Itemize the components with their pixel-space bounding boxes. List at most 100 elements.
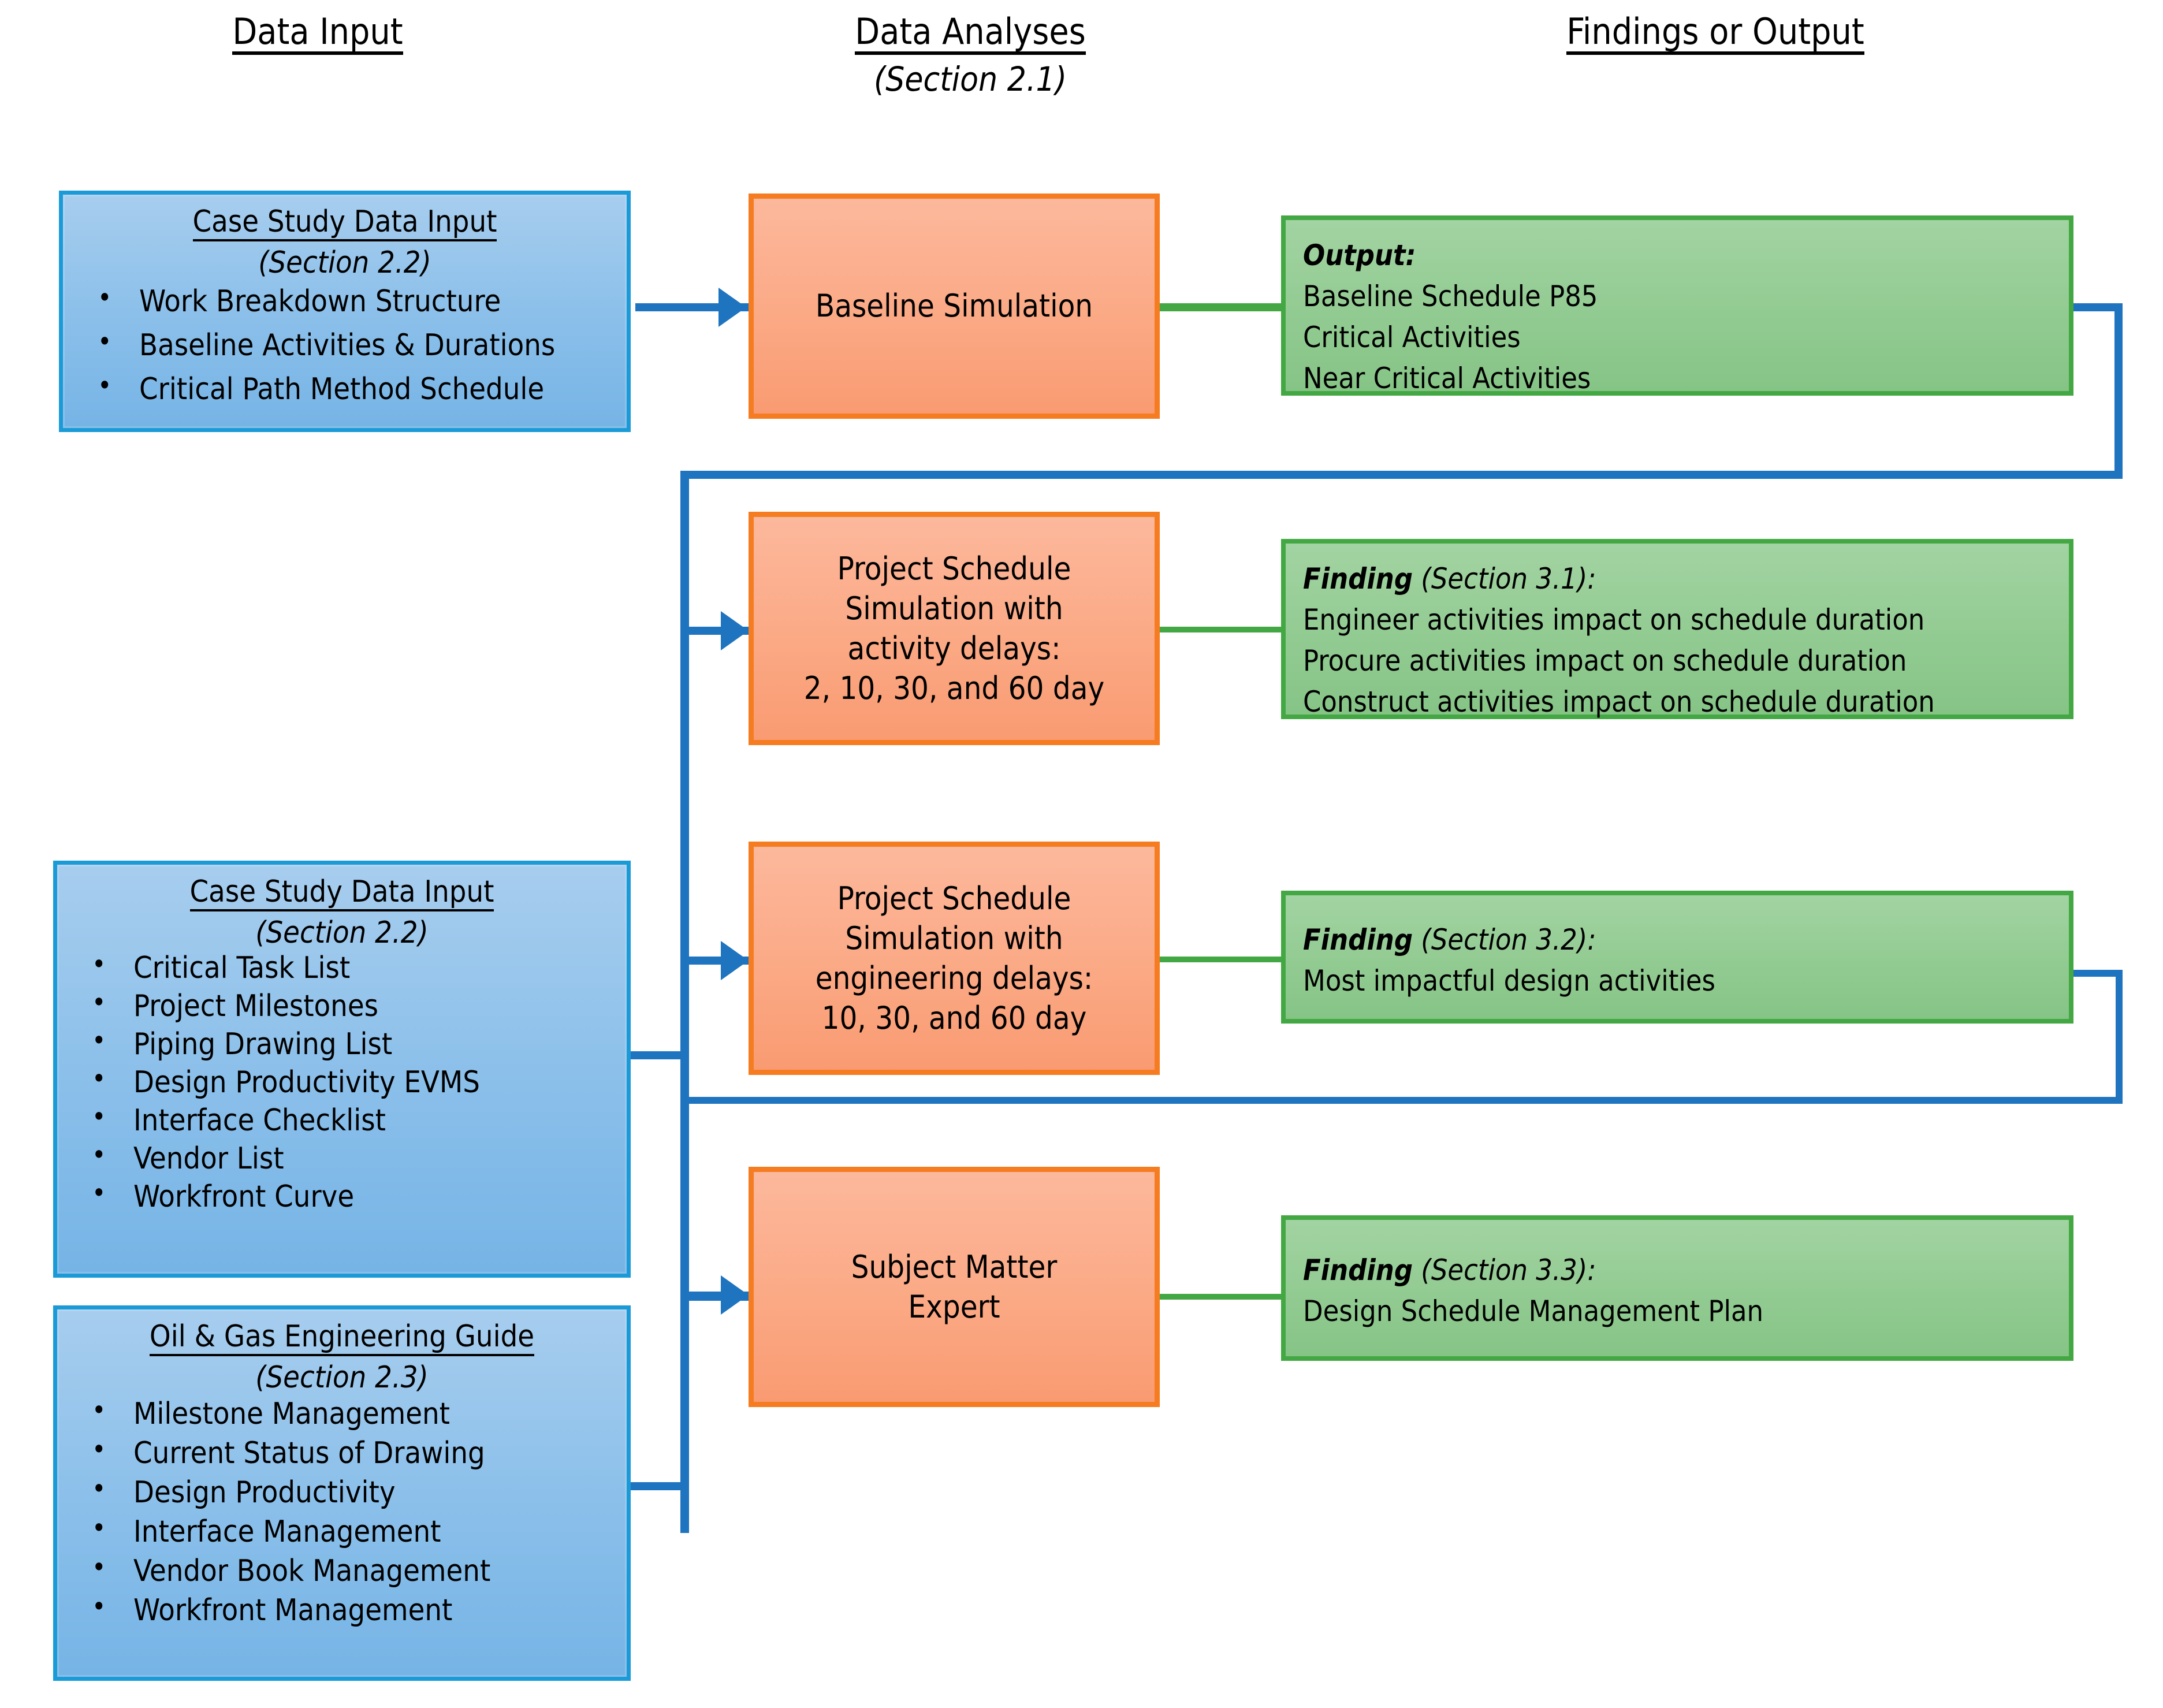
- connector-baseline-to-output: [1155, 303, 1286, 311]
- connector-output1-left: [680, 471, 2123, 479]
- output-heading-label: Finding: [1303, 1253, 1413, 1287]
- analysis-line: Simulation with: [845, 590, 1063, 627]
- input-bullet-list: Milestone Management Current Status of D…: [57, 1397, 627, 1625]
- column-header-label: Data Analyses: [855, 13, 1086, 55]
- list-item: Critical Path Method Schedule: [63, 372, 627, 404]
- input-box-section: (Section 2.3): [255, 1360, 429, 1396]
- input-box-title-block: Case Study Data Input (Section 2.2): [63, 195, 627, 280]
- arrow-into-analysis3: [721, 941, 749, 980]
- list-item: Vendor Book Management: [57, 1554, 627, 1586]
- analysis-line: Project Schedule: [837, 550, 1071, 587]
- output-box-finding-3-2[interactable]: Finding (Section 3.2): Most impactful de…: [1281, 891, 2073, 1024]
- output-line: Most impactful design activities: [1303, 964, 1715, 998]
- output-box-heading: Finding (Section 3.2):: [1303, 920, 2069, 961]
- analysis-box-label: Project Schedule Simulation with enginee…: [754, 879, 1155, 1038]
- analysis-line: 10, 30, and 60 day: [821, 1000, 1087, 1037]
- analysis-line: Baseline Simulation: [815, 288, 1093, 325]
- connector-input2-to-trunk: [621, 1051, 689, 1059]
- list-item: Workfront Management: [57, 1593, 627, 1625]
- arrow-into-analysis4: [721, 1275, 749, 1315]
- connector-trunk-upper: [680, 471, 689, 1112]
- input-box-section: (Section 2.2): [255, 916, 429, 951]
- analysis-line: Simulation with: [845, 920, 1063, 957]
- output-line: Critical Activities: [1303, 321, 1521, 354]
- connector-analysis3-to-finding32: [1155, 957, 1286, 962]
- output-box-text: Output: Baseline Schedule P85 Critical A…: [1286, 220, 2069, 399]
- list-item: Vendor List: [57, 1141, 627, 1174]
- column-header-findings-output: Findings or Output: [1340, 13, 2091, 55]
- input-box-case-study-2[interactable]: Case Study Data Input (Section 2.2) Crit…: [53, 861, 631, 1278]
- connector-output1-right: [2073, 303, 2123, 311]
- input-box-section: (Section 2.2): [258, 245, 431, 281]
- analysis-box-subject-matter-expert[interactable]: Subject Matter Expert: [749, 1167, 1160, 1407]
- input-box-title: Case Study Data Input: [192, 205, 497, 242]
- output-box-heading: Output:: [1303, 235, 2069, 276]
- output-heading-section: (Section 3.3):: [1413, 1253, 1596, 1287]
- input-bullet-list: Critical Task List Project Milestones Pi…: [57, 951, 627, 1212]
- column-header-data-input: Data Input: [0, 13, 635, 55]
- analysis-line: activity delays:: [847, 630, 1061, 667]
- list-item: Work Breakdown Structure: [63, 284, 627, 317]
- analysis-box-baseline-simulation[interactable]: Baseline Simulation: [749, 194, 1160, 419]
- list-item: Project Milestones: [57, 989, 627, 1021]
- connector-analysis2-to-finding31: [1155, 627, 1286, 632]
- analysis-box-label: Subject Matter Expert: [754, 1247, 1155, 1327]
- arrow-into-baseline: [718, 288, 746, 327]
- column-header-label: Data Input: [232, 13, 403, 55]
- output-line: Design Schedule Management Plan: [1303, 1294, 1764, 1328]
- column-header-label: Findings or Output: [1566, 13, 1864, 55]
- output-box-finding-3-1[interactable]: Finding (Section 3.1): Engineer activiti…: [1281, 539, 2073, 719]
- output-box-heading: Finding (Section 3.1):: [1303, 559, 2069, 600]
- list-item: Design Productivity EVMS: [57, 1065, 627, 1097]
- output-heading-section: (Section 3.2):: [1413, 923, 1596, 957]
- connector-trunk-lower: [680, 1097, 689, 1533]
- output-box-text: Finding (Section 3.2): Most impactful de…: [1286, 895, 2069, 1002]
- column-header-section: (Section 2.1): [873, 59, 1067, 99]
- list-item: Baseline Activities & Durations: [63, 328, 627, 360]
- connector-input3-to-trunk: [621, 1482, 689, 1490]
- connector-output1-down: [2114, 303, 2123, 478]
- connector-analysis4-to-finding33: [1155, 1294, 1286, 1300]
- output-line: Construct activities impact on schedule …: [1303, 685, 1935, 719]
- output-line: Engineer activities impact on schedule d…: [1303, 603, 1925, 637]
- connector-finding32-left: [680, 1097, 2123, 1104]
- output-box-finding-3-3[interactable]: Finding (Section 3.3): Design Schedule M…: [1281, 1215, 2073, 1361]
- connector-finding32-right: [2073, 970, 2123, 977]
- output-box-text: Finding (Section 3.3): Design Schedule M…: [1286, 1220, 2069, 1332]
- output-heading-label: Output:: [1303, 239, 1416, 272]
- list-item: Current Status of Drawing: [57, 1436, 627, 1468]
- column-header-data-analyses: Data Analyses (Section 2.1): [682, 13, 1259, 97]
- arrow-into-analysis2: [721, 611, 749, 650]
- list-item: Interface Management: [57, 1514, 627, 1547]
- input-box-title-block: Oil & Gas Engineering Guide (Section 2.3…: [57, 1309, 627, 1394]
- output-line: Procure activities impact on schedule du…: [1303, 644, 1907, 678]
- output-line: Baseline Schedule P85: [1303, 280, 1598, 313]
- output-box-baseline-output[interactable]: Output: Baseline Schedule P85 Critical A…: [1281, 215, 2073, 396]
- output-heading-section: (Section 3.1):: [1413, 562, 1596, 596]
- input-box-title: Oil & Gas Engineering Guide: [149, 1320, 535, 1357]
- output-line: Near Critical Activities: [1303, 362, 1591, 395]
- output-heading-label: Finding: [1303, 562, 1413, 596]
- analysis-box-engineering-delays[interactable]: Project Schedule Simulation with enginee…: [749, 842, 1160, 1075]
- analysis-line: Project Schedule: [837, 880, 1071, 917]
- analysis-box-activity-delays[interactable]: Project Schedule Simulation with activit…: [749, 512, 1160, 745]
- list-item: Workfront Curve: [57, 1179, 627, 1212]
- analysis-line: Subject Matter: [851, 1248, 1058, 1285]
- list-item: Interface Checklist: [57, 1103, 627, 1136]
- list-item: Design Productivity: [57, 1475, 627, 1508]
- input-box-oil-gas-guide[interactable]: Oil & Gas Engineering Guide (Section 2.3…: [53, 1305, 631, 1681]
- output-box-text: Finding (Section 3.1): Engineer activiti…: [1286, 544, 2069, 723]
- input-box-case-study-1[interactable]: Case Study Data Input (Section 2.2) Work…: [59, 191, 631, 432]
- input-bullet-list: Work Breakdown Structure Baseline Activi…: [63, 284, 627, 404]
- input-box-title: Case Study Data Input: [189, 875, 494, 912]
- analysis-box-label: Project Schedule Simulation with activit…: [754, 549, 1155, 708]
- connector-finding32-down: [2116, 970, 2123, 1104]
- analysis-line: Expert: [908, 1289, 1000, 1325]
- output-box-heading: Finding (Section 3.3):: [1303, 1250, 2069, 1291]
- analysis-box-label: Baseline Simulation: [754, 286, 1155, 326]
- input-box-title-block: Case Study Data Input (Section 2.2): [57, 865, 627, 950]
- output-heading-label: Finding: [1303, 923, 1413, 957]
- analysis-line: 2, 10, 30, and 60 day: [803, 670, 1105, 707]
- list-item: Milestone Management: [57, 1397, 627, 1429]
- analysis-line: engineering delays:: [815, 960, 1093, 996]
